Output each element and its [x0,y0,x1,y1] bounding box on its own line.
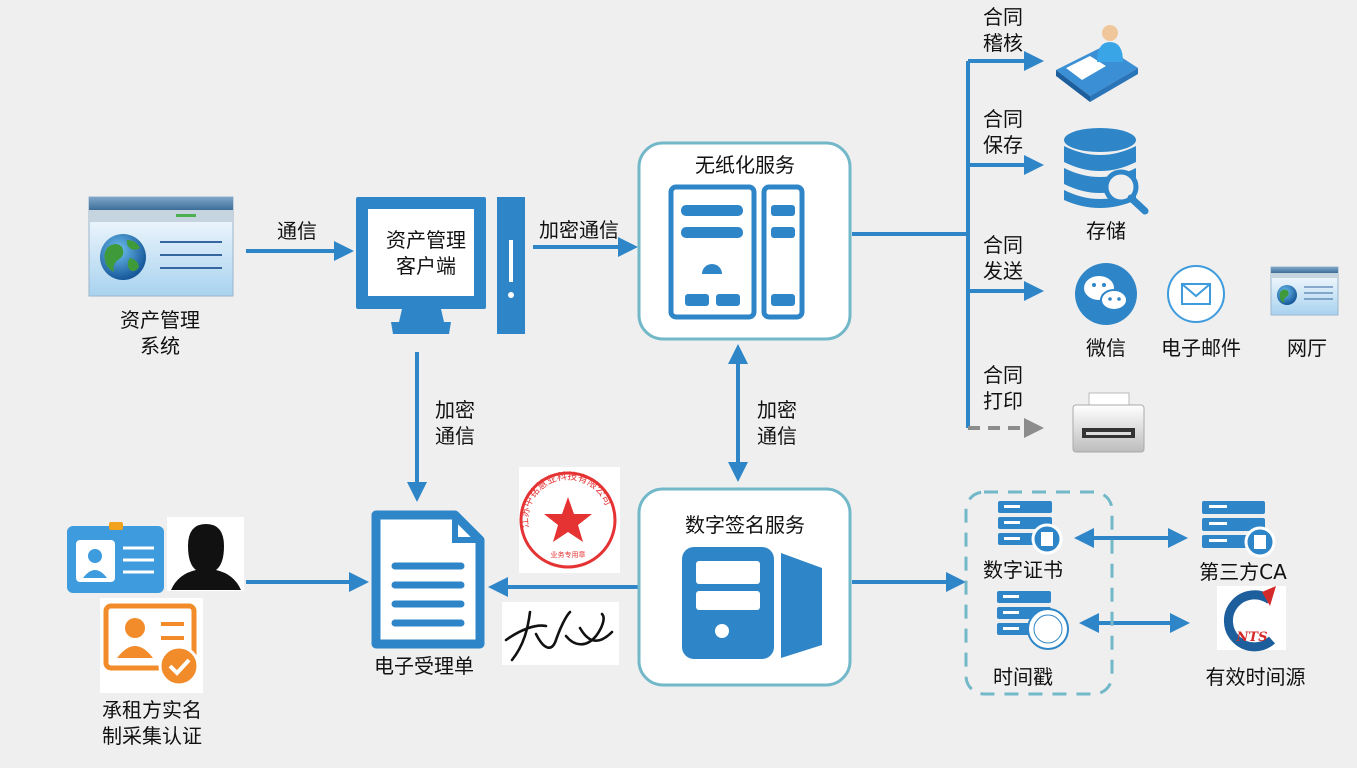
hall-browser-icon [1270,266,1339,316]
auditor-icon [1056,25,1138,102]
paperless-label: 无纸化服务 [695,153,795,177]
official-seal-icon: 江苏中铭慧业科技有限公司 业务专用章 [518,467,620,573]
hall-label: 网厅 [1287,336,1327,360]
branch-print-label: 合同 打印 [983,363,1023,413]
email-label: 电子邮件 [1161,336,1241,360]
printer-icon [1072,392,1145,453]
signature-label: 数字签名服务 [685,513,805,537]
edges [246,51,1190,633]
database-search-icon [1064,128,1149,215]
certificate-server-icon [998,501,1063,555]
verified-id-icon [100,598,203,693]
signature-device-icon [682,547,822,659]
receipt-label: 电子受理单 [374,654,474,678]
branch-audit-label: 合同 稽核 [983,5,1023,55]
nts-logo-icon: NTS [1217,586,1286,652]
edge-enc-comm-v2-label: 加密 通信 [757,398,797,448]
monitor-icon [356,197,525,334]
mail-icon [1167,265,1225,323]
server-rack-icon [668,184,805,320]
edge-enc-comm-v1-label: 加密 通信 [435,398,475,448]
third-party-ca-server-icon [1202,501,1276,558]
branch-save-label: 合同 保存 [983,107,1023,157]
wechat-icon [1075,263,1137,325]
globe-icon [100,234,146,280]
third-party-ca-label: 第三方CA [1199,560,1287,584]
tenant-auth-label: 承租方实名 制采集认证 [102,698,202,748]
document-icon [371,510,485,649]
edge-enc-comm-label: 加密通信 [539,218,619,242]
branch-send-label: 合同 发送 [983,233,1023,283]
seal-sub-text: 业务专用章 [551,550,586,559]
browser-icon [88,196,234,297]
storage-label: 存储 [1086,219,1126,243]
person-silhouette-icon [167,517,244,591]
time-source-label: 有效时间源 [1205,665,1306,689]
signature-icon [502,602,619,665]
id-card-icon [67,522,164,593]
timestamp-label: 时间戳 [993,665,1053,689]
wechat-label: 微信 [1086,336,1126,360]
trust-services-group [964,490,1114,696]
edge-comm-label: 通信 [277,219,317,243]
svg-text:NTS: NTS [1236,630,1268,645]
client-label: 资产管理 客户端 [386,228,466,278]
asset-system-label: 资产管理 系统 [120,308,200,358]
timestamp-server-icon [997,591,1069,650]
digital-cert-label: 数字证书 [983,558,1063,582]
